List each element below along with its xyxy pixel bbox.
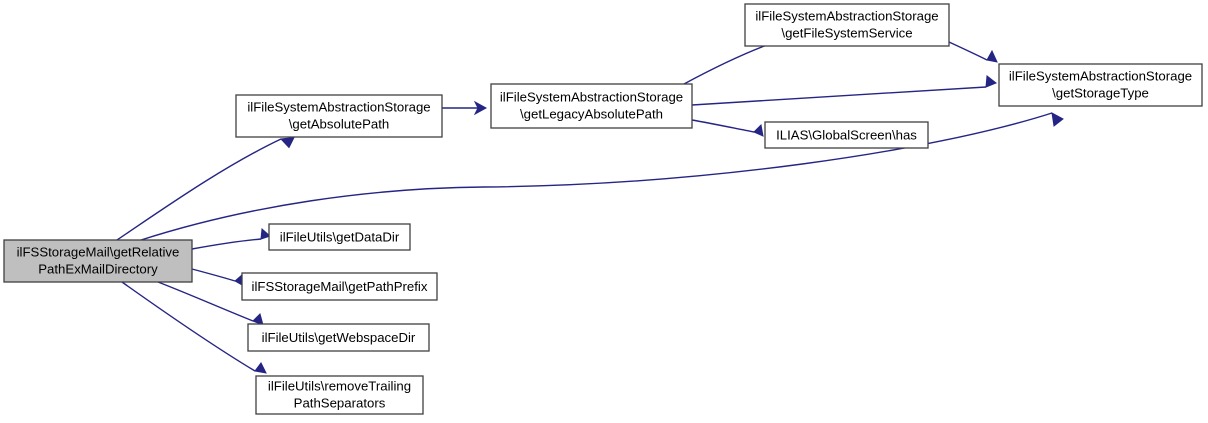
arrowhead-icon (279, 136, 295, 149)
nodes-layer: ilFSStorageMail\getRelativePathExMailDir… (3, 3, 1203, 415)
edge-getLegacyAbsolutePath-to-getStorageType (691, 75, 997, 106)
arrowhead-icon (252, 313, 264, 326)
edge-getLegacyAbsolutePath-to-globalScreenHas (691, 119, 764, 137)
edge-root-to-getDataDir (191, 227, 271, 250)
arrowhead-icon (254, 362, 267, 374)
graph-node-getAbsolutePath[interactable]: ilFileSystemAbstractionStorage \getAbsolu… (235, 94, 443, 138)
edge-root-to-getAbsolutePath (116, 136, 295, 241)
graph-node-getWebspaceDir[interactable]: ilFileUtils\getWebspaceDir (247, 323, 430, 352)
arrowhead-icon (986, 49, 998, 63)
edge-root-to-getWebspaceDir (157, 281, 264, 326)
edge-line (116, 138, 282, 241)
node-label-line1: ilFileUtils\getWebspaceDir (262, 330, 416, 345)
node-label-line2: \getLegacyAbsolutePath (520, 106, 663, 121)
arrowhead-icon (985, 75, 997, 88)
node-box[interactable] (241, 272, 438, 301)
node-label-line1: ilFSStorageMail\getPathPrefix (252, 279, 428, 294)
node-box[interactable] (744, 3, 950, 47)
edge-line (191, 268, 236, 282)
node-label-line1: ilFileSystemAbstractionStorage (1009, 68, 1192, 83)
edge-root-to-removeTrailingPathSeparators (121, 281, 267, 374)
node-box[interactable] (3, 239, 193, 283)
node-label-line2: \getAbsolutePath (289, 116, 389, 131)
edge-line (683, 44, 768, 85)
node-label-line2: \getStorageType (1052, 85, 1149, 100)
arrowhead-icon (1051, 112, 1064, 127)
graph-node-globalScreenHas[interactable]: ILIAS\GlobalScreen\has (764, 121, 929, 149)
edge-line (157, 281, 254, 322)
node-box[interactable] (255, 375, 424, 415)
edge-line (691, 119, 755, 133)
edge-line (691, 86, 987, 106)
node-label-line1: ilFileUtils\getDataDir (280, 229, 400, 244)
node-label-line1: ilFileSystemAbstractionStorage (500, 89, 683, 104)
arrowhead-icon (260, 227, 271, 240)
node-label-line1: ILIAS\GlobalScreen\has (776, 127, 917, 142)
arrowhead-icon (473, 100, 488, 116)
edge-line (121, 281, 256, 372)
node-box[interactable] (998, 63, 1203, 107)
graph-node-root[interactable]: ilFSStorageMail\getRelativePathExMailDir… (3, 239, 193, 283)
node-label-line1: ilFSStorageMail\getRelative (17, 244, 180, 259)
edge-root-to-getPathPrefix (191, 268, 245, 287)
graph-node-getStorageType[interactable]: ilFileSystemAbstractionStorage \getStorag… (998, 63, 1203, 107)
node-box[interactable] (764, 121, 929, 149)
edge-getAbsolutePath-to-getLegacyAbsolutePath (442, 100, 488, 116)
edge-line (191, 238, 262, 250)
graph-node-getPathPrefix[interactable]: ilFSStorageMail\getPathPrefix (241, 272, 438, 301)
graph-node-getLegacyAbsolutePath[interactable]: ilFileSystemAbstractionStorage \getLegacy… (490, 83, 693, 129)
node-label-line1: ilFileSystemAbstractionStorage (247, 99, 430, 114)
node-box[interactable] (247, 323, 430, 352)
node-label-line2: PathExMailDirectory (38, 261, 158, 276)
node-label-line2: PathSeparators (294, 395, 386, 410)
graph-node-getFileSystemService[interactable]: ilFileSystemAbstractionStorage \getFileSy… (744, 3, 950, 47)
edge-line (948, 41, 988, 61)
arrowhead-icon (753, 123, 764, 137)
node-label-line1: ilFileSystemAbstractionStorage (755, 8, 938, 23)
node-box[interactable] (268, 223, 411, 251)
graph-node-getDataDir[interactable]: ilFileUtils\getDataDir (268, 223, 411, 251)
node-box[interactable] (490, 83, 693, 129)
node-box[interactable] (235, 94, 443, 138)
node-label-line2: \getFileSystemService (781, 25, 912, 40)
node-label-line1: ilFileUtils\removeTrailing (268, 378, 411, 393)
edge-getFileSystemService-to-getStorageType (948, 41, 998, 63)
